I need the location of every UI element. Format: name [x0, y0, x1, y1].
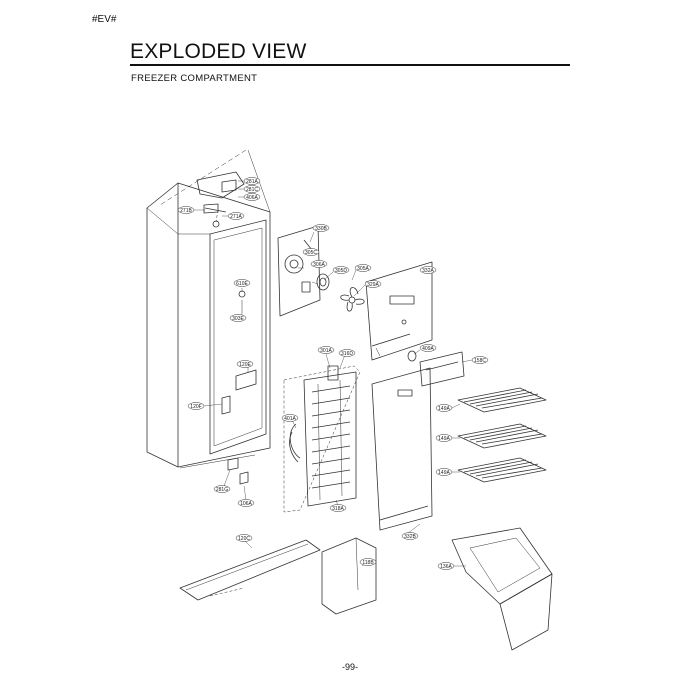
- callout-281A: 281A: [243, 177, 261, 185]
- callouts: 281A 281C 406A 271B 271A 330B 305C 306A: [177, 177, 489, 570]
- svg-text:149A: 149A: [438, 406, 450, 412]
- callout-610E: 610E: [233, 279, 251, 287]
- svg-text:271B: 271B: [180, 208, 192, 214]
- callout-409A: 409A: [419, 344, 437, 352]
- evaporator: [283, 365, 361, 513]
- callout-271B: 271B: [177, 206, 195, 214]
- callout-281G: 281G: [213, 485, 231, 493]
- callout-401A: 401A: [281, 414, 299, 422]
- callout-118B: 118B: [359, 558, 377, 566]
- callout-406A: 406A: [243, 193, 261, 201]
- callout-306A: 306A: [310, 260, 328, 268]
- lamp-cover-part: [196, 171, 245, 228]
- svg-text:406A: 406A: [246, 195, 258, 201]
- callout-281C: 281C: [243, 185, 261, 193]
- drain-trough: [179, 539, 321, 601]
- title-rule: [130, 64, 570, 66]
- callout-271A: 271A: [227, 212, 245, 220]
- callout-106A: 106A: [237, 499, 255, 507]
- callout-301A: 301A: [317, 346, 335, 354]
- page-title: EXPLODED VIEW: [130, 40, 307, 63]
- svg-text:305D: 305D: [335, 268, 347, 274]
- callout-305A: 305A: [354, 264, 372, 272]
- svg-text:158C: 158C: [474, 358, 486, 364]
- defrost-heater: [289, 423, 301, 463]
- callout-120E: 120E: [236, 360, 254, 368]
- svg-text:301A: 301A: [320, 348, 332, 354]
- callout-332A: 332A: [419, 266, 437, 274]
- callout-303E: 303E: [229, 314, 247, 322]
- section-subtitle: FREEZER COMPARTMENT: [131, 73, 258, 84]
- callout-136A: 136A: [437, 562, 455, 570]
- callout-330B: 330B: [312, 224, 330, 232]
- svg-text:305C: 305C: [305, 250, 317, 256]
- svg-text:281A: 281A: [246, 179, 258, 185]
- fan-bracket: [277, 225, 323, 317]
- callout-149A-middle: 149A: [435, 434, 453, 442]
- callout-149A-top: 149A: [435, 404, 453, 412]
- wire-shelf-2: [457, 423, 547, 449]
- svg-text:118B: 118B: [362, 560, 374, 566]
- wire-shelf-3: [457, 457, 547, 483]
- fan-blade: [340, 287, 365, 312]
- callout-149A-bottom: 149A: [435, 468, 453, 476]
- ice-chute-bin: [321, 537, 377, 615]
- svg-text:149A: 149A: [438, 436, 450, 442]
- svg-text:329A: 329A: [367, 282, 379, 288]
- callout-158C: 158C: [471, 356, 489, 364]
- callout-120F: 120F: [187, 402, 205, 410]
- svg-text:306A: 306A: [313, 262, 325, 268]
- svg-text:330B: 330B: [315, 226, 327, 232]
- fan-cover-panel: [365, 261, 433, 361]
- svg-text:332B: 332B: [404, 534, 416, 540]
- callout-332B: 332B: [401, 532, 419, 540]
- svg-text:136A: 136A: [440, 564, 452, 570]
- svg-text:120C: 120C: [238, 536, 250, 542]
- callout-329A: 329A: [364, 280, 382, 288]
- fan-motor: [316, 273, 330, 291]
- svg-text:120E: 120E: [239, 362, 251, 368]
- freezer-cabinet: [146, 149, 271, 469]
- svg-text:332A: 332A: [422, 268, 434, 274]
- wire-shelf-1: [457, 387, 547, 413]
- svg-text:318A: 318A: [332, 506, 344, 512]
- callout-120C: 120C: [235, 534, 253, 542]
- duct-cover: [407, 350, 465, 387]
- page-number: -99-: [341, 662, 358, 672]
- callout-316D: 316D: [338, 349, 356, 357]
- svg-text:610E: 610E: [236, 281, 248, 287]
- callout-305D: 305D: [332, 266, 350, 274]
- svg-text:303E: 303E: [232, 316, 244, 322]
- svg-text:120F: 120F: [190, 404, 201, 410]
- svg-text:401A: 401A: [284, 416, 296, 422]
- callout-305C: 305C: [302, 248, 320, 256]
- callout-318A: 318A: [329, 504, 347, 512]
- svg-text:409A: 409A: [422, 346, 434, 352]
- svg-text:281C: 281C: [246, 187, 258, 193]
- ice-bucket: [451, 527, 553, 651]
- document-tag: #EV#: [92, 14, 117, 25]
- svg-text:149A: 149A: [438, 470, 450, 476]
- svg-text:316D: 316D: [341, 351, 353, 357]
- svg-text:271A: 271A: [230, 214, 242, 220]
- svg-text:305A: 305A: [357, 266, 369, 272]
- evaporator-cover: [371, 367, 433, 531]
- svg-text:281G: 281G: [216, 487, 228, 493]
- svg-text:106A: 106A: [240, 501, 252, 507]
